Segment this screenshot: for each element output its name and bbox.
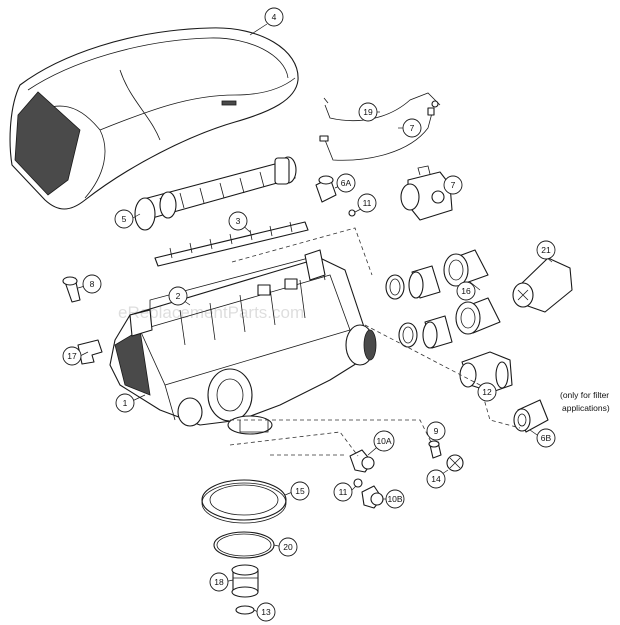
callout-1: 1: [115, 393, 135, 413]
callout-20: 20: [278, 537, 298, 557]
svg-text:1: 1: [123, 398, 128, 408]
motor-part-7[interactable]: [400, 165, 453, 221]
callout-15: 15: [290, 481, 310, 501]
piston-assembly-part-5[interactable]: [134, 156, 297, 231]
svg-text:13: 13: [261, 607, 271, 617]
screw-part-9[interactable]: [428, 440, 442, 459]
svg-text:6A: 6A: [341, 178, 352, 188]
callout-4: 4: [264, 7, 284, 27]
svg-text:11: 11: [363, 198, 372, 208]
svg-text:20: 20: [283, 542, 293, 552]
injector-part-6a[interactable]: [315, 175, 337, 203]
svg-text:6B: 6B: [541, 433, 552, 443]
svg-text:21: 21: [541, 245, 551, 255]
watermark-text: eReplacementParts.com: [118, 303, 304, 322]
cap-part-14[interactable]: [446, 454, 464, 472]
callout-16: 16: [456, 281, 476, 301]
svg-text:15: 15: [295, 486, 305, 496]
filter-note-line-2: applications): [562, 403, 610, 413]
callout-18: 18: [209, 572, 229, 592]
svg-text:16: 16: [461, 286, 471, 296]
svg-text:12: 12: [482, 387, 492, 397]
housing-frame-part-2[interactable]: [129, 249, 326, 346]
svg-text:7: 7: [410, 123, 415, 133]
svg-text:3: 3: [236, 216, 241, 226]
ball-part-11-upper[interactable]: [348, 209, 356, 217]
callout-6b: 6B: [536, 428, 556, 448]
callout-8: 8: [82, 274, 102, 294]
spacer-stack-part-3[interactable]: [154, 221, 309, 267]
callout-14: 14: [426, 469, 446, 489]
nozzle-part-10b[interactable]: [361, 485, 384, 509]
svg-text:5: 5: [122, 214, 127, 224]
svg-text:10A: 10A: [376, 436, 391, 446]
callout-2: 2: [168, 286, 188, 306]
riser-adapter-part-18[interactable]: [231, 564, 259, 598]
callout-3: 3: [228, 211, 248, 231]
callout-7-harness: 7: [402, 118, 422, 138]
retaining-ring-part-15[interactable]: [201, 479, 287, 524]
callout-12: 12: [477, 382, 497, 402]
ball-part-11-lower[interactable]: [353, 478, 363, 488]
callout-21: 21: [536, 240, 556, 260]
svg-text:14: 14: [431, 474, 441, 484]
o-ring-part-13[interactable]: [235, 605, 255, 615]
svg-text:19: 19: [363, 107, 373, 117]
o-ring-part-20[interactable]: [213, 531, 275, 559]
svg-text:18: 18: [214, 577, 224, 587]
callout-6a: 6A: [336, 173, 356, 193]
svg-text:2: 2: [176, 291, 181, 301]
callout-17: 17: [62, 346, 82, 366]
screw-part-8[interactable]: [62, 276, 81, 303]
nozzle-part-10a[interactable]: [349, 449, 375, 473]
bypass-part-21[interactable]: [512, 257, 573, 313]
svg-text:7: 7: [451, 180, 456, 190]
callout-10a: 10A: [373, 430, 395, 452]
svg-text:9: 9: [434, 426, 439, 436]
svg-text:8: 8: [90, 279, 95, 289]
valve-body-part-1[interactable]: [109, 257, 377, 435]
wire-harness-part-7[interactable]: [319, 107, 435, 161]
callout-19: 19: [358, 102, 378, 122]
fitting-part-6b[interactable]: [513, 399, 549, 433]
svg-text:17: 17: [67, 351, 77, 361]
guide-lines: [229, 227, 521, 457]
wire-harness-part-19[interactable]: [323, 92, 441, 122]
svg-text:11: 11: [339, 487, 348, 497]
callout-13: 13: [256, 602, 276, 622]
clip-part-17[interactable]: [77, 339, 103, 365]
adapter-set-part-16[interactable]: [385, 249, 501, 349]
svg-text:10B: 10B: [387, 494, 402, 504]
callout-10b: 10B: [385, 489, 405, 509]
callout-11-upper: 11: [357, 193, 377, 213]
callout-9: 9: [426, 421, 446, 441]
svg-text:4: 4: [272, 12, 277, 22]
callout-5: 5: [114, 209, 134, 229]
filter-note-line-1: (only for filter: [560, 390, 609, 400]
cover-part-4[interactable]: [9, 27, 299, 210]
callout-11-lower: 11: [333, 482, 353, 502]
callout-7-motor: 7: [443, 175, 463, 195]
